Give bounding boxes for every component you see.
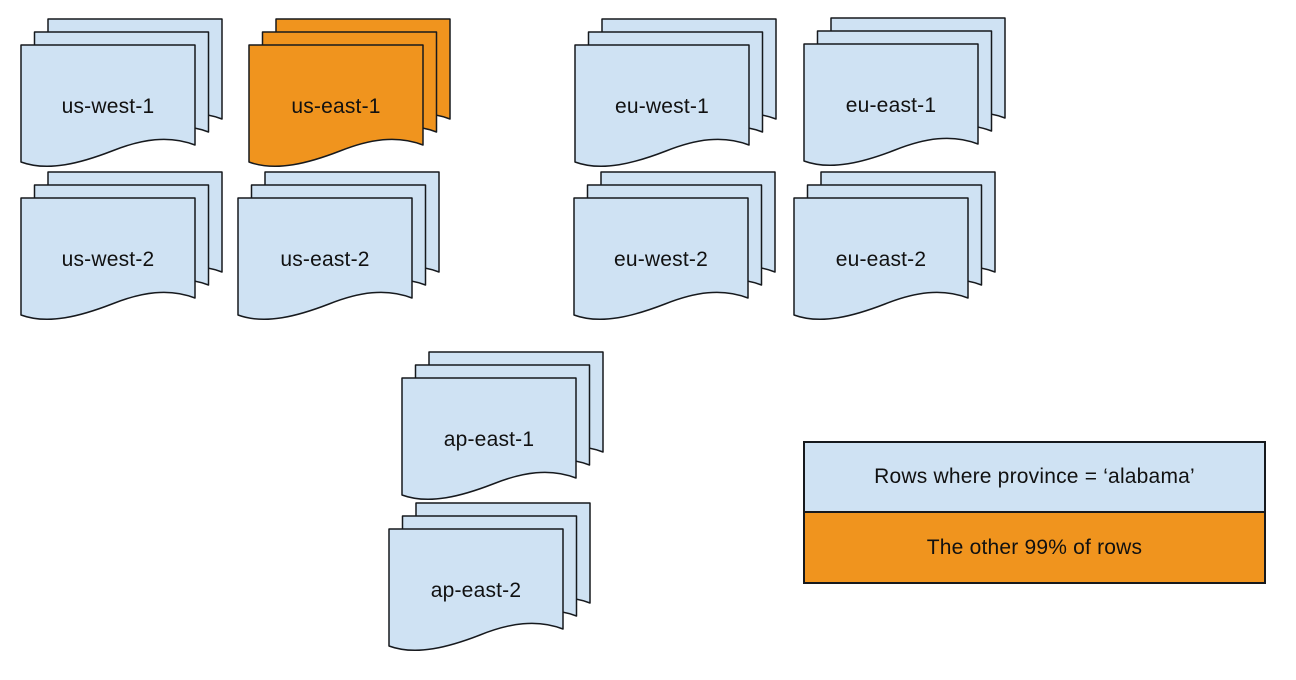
doc-stack-ap-east-1: ap-east-1: [401, 351, 605, 505]
legend-item-other-label: The other 99% of rows: [926, 535, 1143, 559]
doc-stack-us-west-1: us-west-1: [20, 18, 224, 172]
stacked-documents-icon: [574, 18, 777, 168]
stacked-documents-icon: [20, 171, 223, 321]
doc-stack-eu-west-1: eu-west-1: [574, 18, 778, 172]
stacked-documents-icon: [803, 17, 1006, 167]
legend-item-alabama-rows: Rows where province = ‘alabama’: [805, 443, 1264, 513]
legend-item-other-rows: The other 99% of rows: [805, 513, 1264, 582]
document-shape-front: [573, 197, 749, 321]
stacked-documents-icon: [793, 171, 996, 321]
document-shape-front: [237, 197, 413, 321]
document-shape-front: [574, 44, 750, 168]
doc-stack-us-east-1: us-east-1: [248, 18, 452, 172]
legend: Rows where province = ‘alabama’ The othe…: [803, 441, 1266, 584]
doc-stack-us-east-2: us-east-2: [237, 171, 441, 325]
doc-stack-eu-east-2: eu-east-2: [793, 171, 997, 325]
stacked-documents-icon: [248, 18, 451, 168]
legend-item-alabama-label: Rows where province = ‘alabama’: [874, 465, 1195, 488]
doc-stack-eu-west-2: eu-west-2: [573, 171, 777, 325]
document-shape-front: [388, 528, 564, 652]
document-shape-front: [793, 197, 969, 321]
stacked-documents-icon: [388, 502, 591, 652]
doc-stack-us-west-2: us-west-2: [20, 171, 224, 325]
stacked-documents-icon: [20, 18, 223, 168]
doc-stack-eu-east-1: eu-east-1: [803, 17, 1007, 171]
stacked-documents-icon: [401, 351, 604, 501]
document-shape-front: [248, 44, 424, 168]
document-shape-front: [401, 377, 577, 501]
doc-stack-ap-east-2: ap-east-2: [388, 502, 592, 656]
document-shape-front: [20, 197, 196, 321]
stacked-documents-icon: [573, 171, 776, 321]
document-shape-front: [803, 43, 979, 167]
stacked-documents-icon: [237, 171, 440, 321]
document-shape-front: [20, 44, 196, 168]
